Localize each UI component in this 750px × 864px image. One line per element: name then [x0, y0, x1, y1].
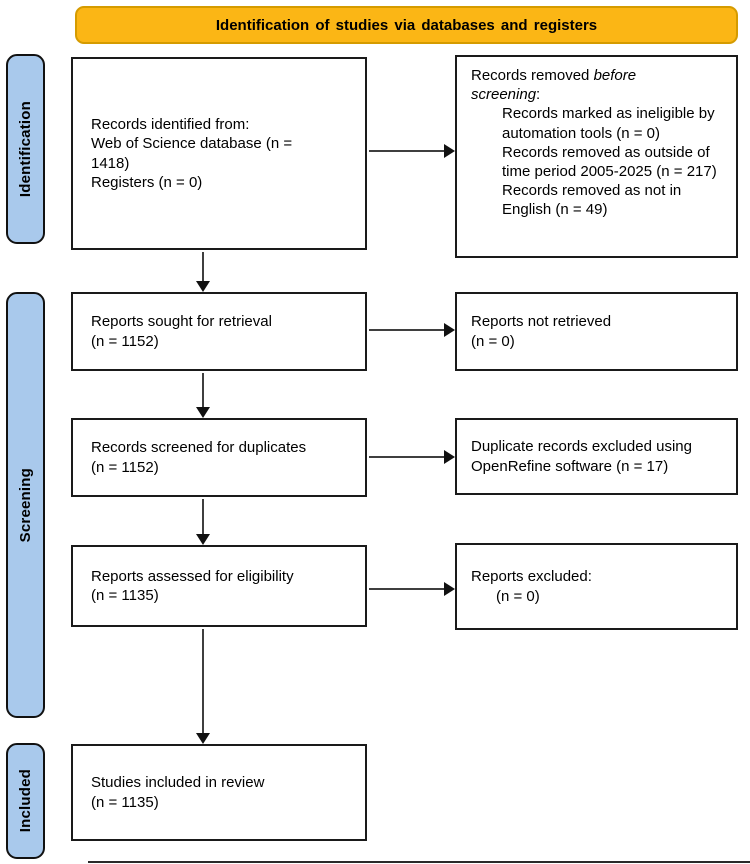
- box-reports-not-retrieved: Reports not retrieved (n = 0): [455, 292, 738, 371]
- reports-assessed-line-2: (n = 1135): [91, 587, 159, 604]
- arrow-sought-to-screened: [196, 373, 210, 418]
- records-removed-item-3: Records removed as not in English (n = 4…: [502, 182, 682, 219]
- box-duplicates-excluded: Duplicate records excluded using OpenRef…: [455, 418, 738, 495]
- reports-sought-line-2: (n = 1152): [91, 332, 159, 350]
- arrow-identified-to-sought: [196, 252, 210, 292]
- stage-label-included-text: Included: [17, 769, 34, 833]
- records-removed-item-2: Records removed as outside of time perio…: [502, 143, 717, 180]
- records-identified-line-1: Records identified from:: [91, 116, 250, 134]
- duplicates-excluded-line-1: Duplicate records excluded using: [471, 438, 692, 456]
- stage-label-screening: Screening: [6, 292, 45, 718]
- arrow-screened-to-assessed: [196, 499, 210, 545]
- records-removed-title-italic: before screening: [471, 67, 637, 104]
- records-identified-line-2: Web of Science database (n = 1418): [91, 135, 293, 172]
- banner: Identification of studies via databases …: [75, 6, 738, 44]
- arrow-assessed-to-excluded: [369, 582, 455, 596]
- studies-included-line-2: (n = 1135): [91, 793, 159, 811]
- arrow-identified-to-removed: [369, 144, 455, 158]
- box-records-identified: Records identified from: Web of Science …: [71, 57, 367, 250]
- reports-sought-line-1: Reports sought for retrieval: [91, 313, 272, 331]
- records-screened-line-2: (n = 1152): [91, 458, 159, 476]
- banner-title: Identification of studies via databases …: [215, 16, 598, 34]
- arrow-screened-to-duplicates: [369, 450, 455, 464]
- box-reports-assessed: Reports assessed for eligibility (n = 11…: [71, 545, 367, 627]
- reports-not-retrieved-line-1: Reports not retrieved: [471, 313, 612, 331]
- reports-not-retrieved-line-2: (n = 0): [471, 332, 515, 350]
- records-removed-title-suffix: :: [536, 86, 541, 104]
- box-records-removed: Records removed before screening: Record…: [455, 55, 738, 258]
- box-reports-sought: Reports sought for retrieval (n = 1152): [71, 292, 367, 371]
- box-studies-included: Studies included in review (n = 1135): [71, 744, 367, 841]
- stage-label-identification: Identification: [6, 54, 45, 244]
- records-removed-item-1: Records marked as ineligible by automati…: [502, 105, 715, 142]
- reports-excluded-count: (n = 0): [496, 587, 540, 605]
- box-reports-excluded: Reports excluded: (n = 0): [455, 543, 738, 630]
- arrow-sought-to-not-retrieved: [369, 323, 455, 337]
- records-identified-line-3: Registers (n = 0): [91, 173, 203, 191]
- records-removed-title-prefix: Records removed: [471, 67, 594, 84]
- figure-bottom-rule: [88, 861, 750, 863]
- reports-excluded-title: Reports excluded:: [471, 568, 592, 586]
- box-records-screened: Records screened for duplicates (n = 115…: [71, 418, 367, 497]
- studies-included-line-1: Studies included in review: [91, 774, 265, 792]
- stage-label-screening-text: Screening: [17, 467, 34, 543]
- duplicates-excluded-line-2: OpenRefine software (n = 17): [471, 457, 669, 475]
- stage-label-included: Included: [6, 743, 45, 859]
- reports-assessed-line-1: Reports assessed for eligibility: [91, 567, 294, 585]
- records-removed-title: Records removed before screening:: [471, 66, 686, 104]
- records-screened-line-1: Records screened for duplicates: [91, 439, 307, 457]
- arrow-assessed-to-included: [196, 629, 210, 744]
- stage-label-identification-text: Identification: [17, 100, 34, 198]
